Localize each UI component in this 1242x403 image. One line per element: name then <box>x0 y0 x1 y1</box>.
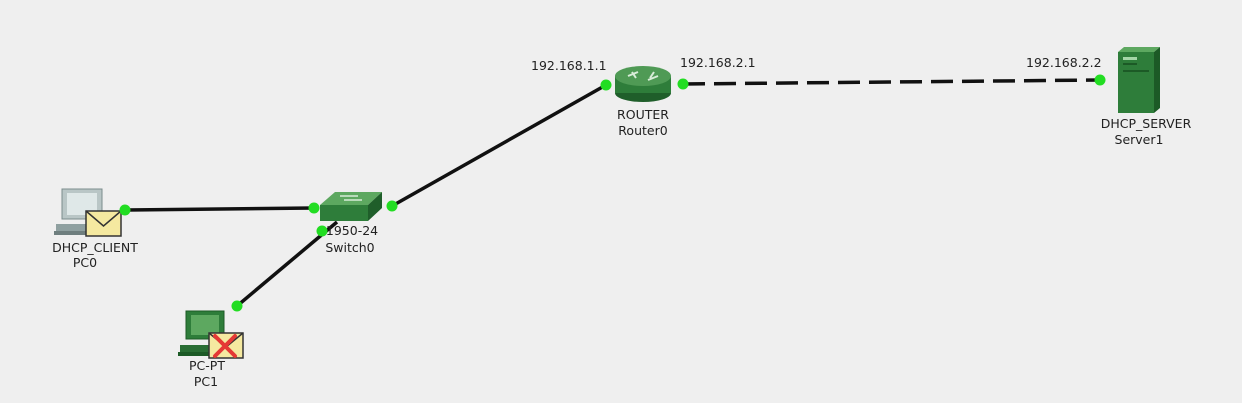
link-up-indicator <box>308 202 320 214</box>
pc0-name-label: PC0 <box>72 255 98 270</box>
switch-icon[interactable] <box>320 192 382 221</box>
server-name-label: Server1 <box>1114 132 1164 147</box>
switch-type-label: 1950-24 <box>325 223 379 238</box>
pc1-name-label: PC1 <box>193 374 219 389</box>
switch-name-label: Switch0 <box>325 240 375 255</box>
router-name-label: Router0 <box>618 123 668 138</box>
failed-pdu-envelope-icon[interactable] <box>208 332 244 359</box>
server-type-label: DHCP_SERVER <box>1100 116 1192 131</box>
link-up-indicator <box>316 225 328 237</box>
link-pc0-switch[interactable] <box>124 206 315 212</box>
link-up-indicator <box>231 300 243 312</box>
server-icon[interactable] <box>1118 47 1160 113</box>
link-up-indicator <box>386 200 398 212</box>
router-wan-ip-label: 192.168.2.1 <box>680 55 756 70</box>
server-ip-label: 192.168.2.2 <box>1026 55 1102 70</box>
link-up-indicator <box>600 79 612 91</box>
pc0-type-label: DHCP_CLIENT <box>52 240 138 255</box>
link-router-server[interactable] <box>682 78 1101 86</box>
pdu-envelope-icon[interactable] <box>85 210 122 237</box>
link-up-indicator <box>119 204 131 216</box>
router-lan-ip-label: 192.168.1.1 <box>531 58 607 73</box>
router-icon[interactable] <box>615 66 671 102</box>
pc1-type-label: PC-PT <box>189 358 225 373</box>
router-type-label: ROUTER <box>617 107 669 122</box>
link-up-indicator <box>1094 74 1106 86</box>
link-up-indicator <box>677 78 689 90</box>
pc1-icon[interactable] <box>178 310 228 356</box>
link-switch-router[interactable] <box>391 83 607 208</box>
